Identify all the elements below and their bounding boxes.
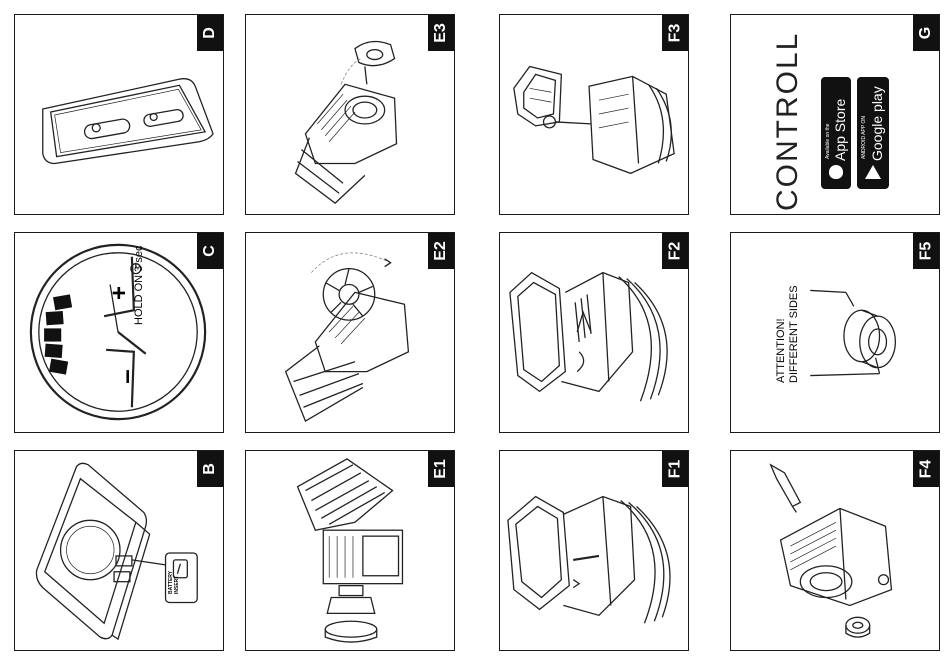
pump-bushing-step-f4 — [731, 451, 939, 650]
plus-symbol: + — [106, 286, 134, 300]
controller-battery-illustration — [15, 451, 223, 650]
panel-e1: E1 — [245, 450, 455, 651]
panel-d: D — [14, 14, 224, 215]
play-icon — [865, 165, 881, 179]
app-store-big-text: App Store — [832, 99, 848, 161]
controller-display-illustration — [15, 233, 223, 432]
pump-mount-step-f3 — [500, 15, 688, 214]
wall-mount-plate-illustration — [15, 15, 223, 214]
attention-line2: DIFFERENT SIDES — [788, 285, 800, 383]
controll-logo: CONTROLL — [771, 32, 805, 211]
pump-assembly-step-e2 — [246, 233, 454, 432]
bushing-illustration — [731, 233, 939, 432]
hold-instruction: HOLD ON 3 sec — [133, 235, 145, 325]
panel-f3: F3 — [499, 14, 689, 215]
apple-icon — [829, 165, 843, 179]
google-play-big-text: Google play — [869, 86, 885, 161]
minus-symbol: – — [111, 369, 142, 383]
panel-c: C + – HOLD ON 3 sec — [14, 232, 224, 433]
pump-assembly-step-e3 — [246, 15, 454, 214]
panel-f5: F5 ATTENTION! DIFFERENT SIDES — [730, 232, 940, 433]
panel-e2: E2 — [245, 232, 455, 433]
panel-label-g: G — [913, 15, 939, 51]
google-play-badge[interactable]: ANDROID APP ON Google play — [857, 77, 889, 189]
pump-mount-step-f1 — [500, 451, 688, 650]
app-store-badge[interactable]: Available on the App Store — [821, 77, 851, 189]
panel-f4: F4 — [730, 450, 940, 651]
battery-insert-label: BATTERY INSERT — [168, 554, 180, 594]
pump-mount-step-f2 — [500, 233, 688, 432]
panel-b: B BATTERY INSERT — [14, 450, 224, 651]
panel-e3: E3 — [245, 14, 455, 215]
app-store-small-text: Available on the — [825, 124, 831, 160]
google-play-small-text: ANDROID APP ON — [861, 116, 867, 159]
pump-assembly-step-e1 — [246, 451, 454, 650]
panel-g: G CONTROLL Available on the App Store AN… — [730, 14, 940, 215]
panel-f1: F1 — [499, 450, 689, 651]
attention-line1: ATTENTION! — [775, 318, 787, 383]
panel-f2: F2 — [499, 232, 689, 433]
